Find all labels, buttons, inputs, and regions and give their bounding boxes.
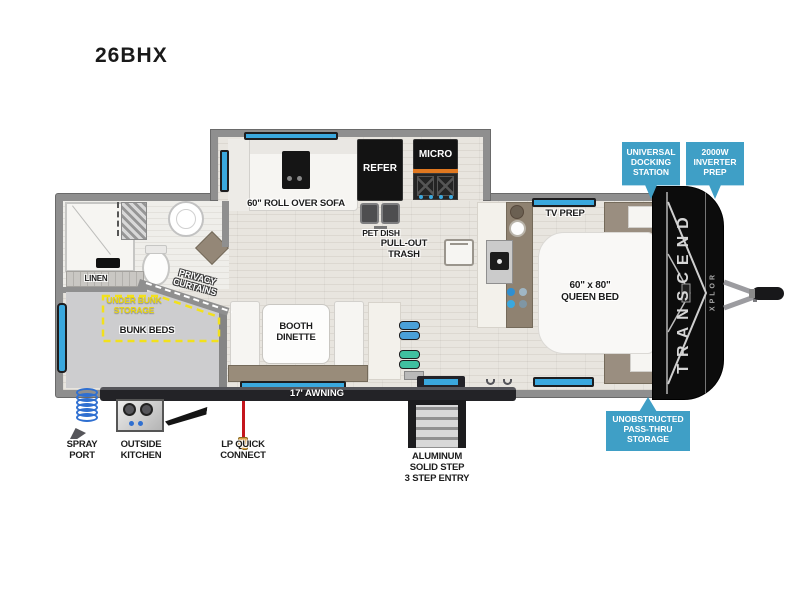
slideout-top-window (244, 132, 338, 140)
spray-port-label: SPRAY PORT (66, 439, 98, 461)
pocket-door-dashed (117, 202, 119, 236)
griddle-burner (123, 403, 136, 416)
refer-label: REFER (363, 163, 397, 174)
griddle-knob (138, 421, 143, 426)
cap-trim-line (666, 192, 668, 394)
island-counter (368, 302, 401, 380)
sink-knob (519, 300, 527, 308)
step-top-bar (408, 400, 466, 405)
bar-stool (399, 321, 420, 330)
slideout-side-window (220, 150, 229, 192)
sink-knob (507, 288, 515, 296)
burner-grate-icon (437, 176, 454, 196)
micro-label: MICRO (418, 149, 453, 160)
burner-grate-icon (417, 176, 434, 196)
wardrobe-hanging-icon (121, 202, 147, 240)
hitch-collar (749, 289, 755, 298)
range-knob (449, 195, 453, 199)
range-knob (419, 195, 423, 199)
pet-dish-icon (360, 203, 379, 224)
bath-bottom-wall (63, 287, 147, 293)
range-knob (439, 195, 443, 199)
bath-sink-bowl (176, 209, 196, 229)
lp-connector-icon (238, 437, 248, 450)
spray-port-coil-icon (76, 388, 98, 422)
queen-bed-label: 60" x 80" QUEEN BED (561, 280, 619, 303)
lp-connect-line (242, 401, 245, 438)
shower-fixture-icon (96, 258, 120, 268)
grab-handle-icon (503, 379, 512, 385)
under-bunk-storage-outline (101, 294, 221, 343)
cooktop-circle (510, 205, 524, 219)
linen-cabinet (66, 271, 144, 287)
tv-prep-label: TV PREP (545, 208, 585, 219)
under-bunk-storage-label: UNDER BUNK STORAGE (106, 295, 162, 315)
outside-kitchen-griddle-icon (116, 399, 164, 432)
bunk-beds-label: BUNK BEDS (119, 325, 175, 336)
outside-kitchen-label: OUTSIDE KITCHEN (120, 439, 162, 461)
pet-dish-handle (374, 226, 387, 229)
entry-door-window (424, 379, 458, 385)
linen-label: LINEN (84, 274, 108, 283)
sofa-table-dot (297, 176, 302, 181)
griddle-knob (129, 421, 134, 426)
dinette-bench (334, 301, 364, 367)
bar-stool (399, 350, 420, 359)
pet-dish-label: PET DISH (362, 228, 400, 238)
spray-nozzle-icon (70, 428, 86, 439)
entry-steps-icon (408, 400, 466, 448)
awning-bar (100, 387, 516, 401)
sofa-table-dot (287, 176, 292, 181)
page-title: 26BHX (95, 44, 168, 67)
grab-handle-icon (486, 379, 495, 385)
lp-quick-connect-label: LP QUICK CONNECT (220, 439, 266, 461)
bunk-right-wall (219, 311, 227, 388)
sofa-back (228, 139, 358, 154)
sofa-table (282, 151, 310, 189)
bunk-window-accent (57, 303, 67, 373)
dinette-bench (230, 301, 260, 367)
tv-prep-led (532, 198, 596, 207)
kitchen-sink (509, 220, 526, 237)
sofa-label: 60" ROLL OVER SOFA (247, 198, 345, 209)
step-rail (408, 400, 416, 448)
range-knob (429, 195, 433, 199)
sink-knob (507, 300, 515, 308)
bar-stool (399, 360, 420, 369)
queen-bed (538, 232, 654, 354)
hitch-jack-handle (752, 287, 784, 300)
counter-items (404, 371, 424, 380)
refrigerator (357, 139, 403, 201)
bar-stool (399, 331, 420, 340)
pet-dish-icon (381, 203, 400, 224)
privacy-curtain-track (145, 282, 233, 313)
booth-dinette-label: BOOTH DINETTE (276, 321, 316, 343)
step-rail (458, 400, 466, 448)
sofa-arm (228, 139, 250, 211)
griddle-burner (140, 403, 153, 416)
awning-label: 17' AWNING (289, 388, 345, 399)
range-accent (413, 169, 458, 173)
dinette-table (262, 304, 330, 364)
entry-step-label: ALUMINUM SOLID STEP 3 STEP ENTRY (404, 451, 470, 484)
bath-divider-wall (222, 201, 229, 247)
bedroom-bottom-window (533, 377, 594, 387)
oven-dot (497, 259, 502, 264)
sink-knob (519, 288, 527, 296)
pull-out-trash-label: PULL-OUT TRASH (380, 238, 428, 260)
cap-chevron-graphic (667, 201, 708, 385)
trash-handle (450, 243, 468, 245)
toilet-tank (145, 245, 167, 254)
